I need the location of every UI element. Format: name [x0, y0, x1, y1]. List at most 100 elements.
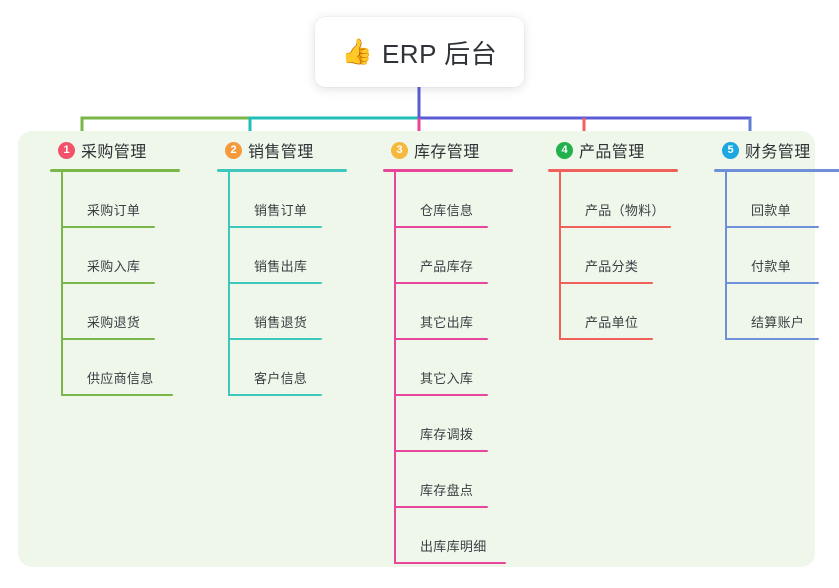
module-column-finance: 5 财务管理回款单付款单结算账户 [701, 131, 839, 340]
submodule-rule [559, 282, 653, 284]
module-title: 库存管理 [414, 144, 480, 161]
module-header-product[interactable]: 4 产品管理 [535, 131, 698, 169]
module-title: 财务管理 [745, 144, 811, 161]
submodule-label: 仓库信息 [420, 203, 474, 218]
submodule-rule [228, 394, 322, 396]
submodule-spine [559, 172, 561, 340]
module-header-rule [383, 169, 513, 172]
submodule-item[interactable]: 产品分类 [559, 228, 698, 284]
submodule-rule [61, 394, 173, 396]
submodule-rule [228, 338, 322, 340]
submodule-item[interactable]: 供应商信息 [61, 340, 200, 396]
submodule-rule [725, 338, 819, 340]
module-header-rule [714, 169, 839, 172]
submodule-rule [394, 450, 488, 452]
submodule-item[interactable]: 结算账户 [725, 284, 839, 340]
module-title: 产品管理 [579, 144, 645, 161]
submodule-spine [61, 172, 63, 396]
submodule-item[interactable]: 产品单位 [559, 284, 698, 340]
submodule-item[interactable]: 采购退货 [61, 284, 200, 340]
submodule-rule [394, 282, 488, 284]
submodule-rule [61, 226, 155, 228]
submodule-label: 采购订单 [87, 203, 141, 218]
submodule-label: 销售出库 [254, 259, 308, 274]
submodule-item[interactable]: 产品库存 [394, 228, 533, 284]
submodule-item[interactable]: 付款单 [725, 228, 839, 284]
submodule-item[interactable]: 仓库信息 [394, 172, 533, 228]
submodule-rule [394, 226, 488, 228]
submodule-label: 销售订单 [254, 203, 308, 218]
submodule-item[interactable]: 其它入库 [394, 340, 533, 396]
submodule-label: 回款单 [751, 203, 791, 218]
submodule-rule [61, 282, 155, 284]
submodule-item[interactable]: 回款单 [725, 172, 839, 228]
module-title: 销售管理 [248, 144, 314, 161]
module-header-rule [50, 169, 180, 172]
submodule-rule [394, 506, 488, 508]
submodule-list: 仓库信息产品库存其它出库其它入库库存调拨库存盘点出库库明细 [394, 172, 533, 564]
submodule-item[interactable]: 库存盘点 [394, 452, 533, 508]
submodule-rule [725, 282, 819, 284]
module-number-badge: 5 [722, 141, 739, 159]
submodule-label: 供应商信息 [87, 371, 154, 386]
submodule-spine [725, 172, 727, 340]
submodule-label: 库存盘点 [420, 483, 474, 498]
submodule-rule [725, 226, 819, 228]
submodule-spine [228, 172, 230, 396]
submodule-spine [394, 172, 396, 564]
module-header-rule [217, 169, 347, 172]
module-number-badge: 4 [556, 141, 573, 159]
submodule-label: 产品库存 [420, 259, 474, 274]
submodule-item[interactable]: 客户信息 [228, 340, 367, 396]
submodule-rule [61, 338, 155, 340]
submodule-label: 采购入库 [87, 259, 141, 274]
module-column-product: 4 产品管理产品（物料） 产品分类产品单位 [535, 131, 698, 340]
submodule-rule [394, 394, 488, 396]
submodule-label: 结算账户 [751, 315, 805, 330]
submodule-item[interactable]: 其它出库 [394, 284, 533, 340]
submodule-rule [228, 282, 322, 284]
submodule-item[interactable]: 销售退货 [228, 284, 367, 340]
submodule-rule [228, 226, 322, 228]
submodule-label: 出库库明细 [420, 539, 487, 554]
submodule-item[interactable]: 产品（物料） [559, 172, 698, 228]
submodule-list: 产品（物料） 产品分类产品单位 [559, 172, 698, 340]
module-column-purchase: 1 采购管理采购订单采购入库采购退货供应商信息 [37, 131, 200, 396]
submodule-label: 采购退货 [87, 315, 141, 330]
module-column-inventory: 3 库存管理仓库信息产品库存其它出库其它入库库存调拨库存盘点出库库明细 [370, 131, 533, 564]
modules-panel [18, 131, 815, 567]
submodule-list: 回款单付款单结算账户 [725, 172, 839, 340]
module-number-badge: 1 [58, 141, 75, 159]
submodule-label: 产品单位 [585, 315, 639, 330]
thumbs-up-icon: 👍 [341, 37, 373, 66]
submodule-item[interactable]: 库存调拨 [394, 396, 533, 452]
submodule-item[interactable]: 销售订单 [228, 172, 367, 228]
submodule-label: 其它入库 [420, 371, 474, 386]
submodule-list: 采购订单采购入库采购退货供应商信息 [61, 172, 200, 396]
submodule-item[interactable]: 采购入库 [61, 228, 200, 284]
submodule-rule [559, 226, 671, 228]
submodule-item[interactable]: 销售出库 [228, 228, 367, 284]
module-number-badge: 3 [391, 141, 408, 159]
root-node-card[interactable]: 👍 ERP 后台 [315, 17, 524, 87]
submodule-label: 产品分类 [585, 259, 639, 274]
submodule-label: 销售退货 [254, 315, 308, 330]
submodule-list: 销售订单销售出库销售退货客户信息 [228, 172, 367, 396]
submodule-label: 客户信息 [254, 371, 308, 386]
module-header-inventory[interactable]: 3 库存管理 [370, 131, 533, 169]
module-header-purchase[interactable]: 1 采购管理 [37, 131, 200, 169]
module-title: 采购管理 [81, 144, 147, 161]
submodule-item[interactable]: 出库库明细 [394, 508, 533, 564]
submodule-item[interactable]: 采购订单 [61, 172, 200, 228]
submodule-rule [559, 338, 653, 340]
submodule-rule [394, 338, 488, 340]
module-header-finance[interactable]: 5 财务管理 [701, 131, 839, 169]
root-node-title: ERP 后台 [381, 38, 498, 69]
module-header-rule [548, 169, 678, 172]
submodule-label: 产品（物料） [585, 203, 665, 218]
submodule-label: 付款单 [751, 259, 791, 274]
